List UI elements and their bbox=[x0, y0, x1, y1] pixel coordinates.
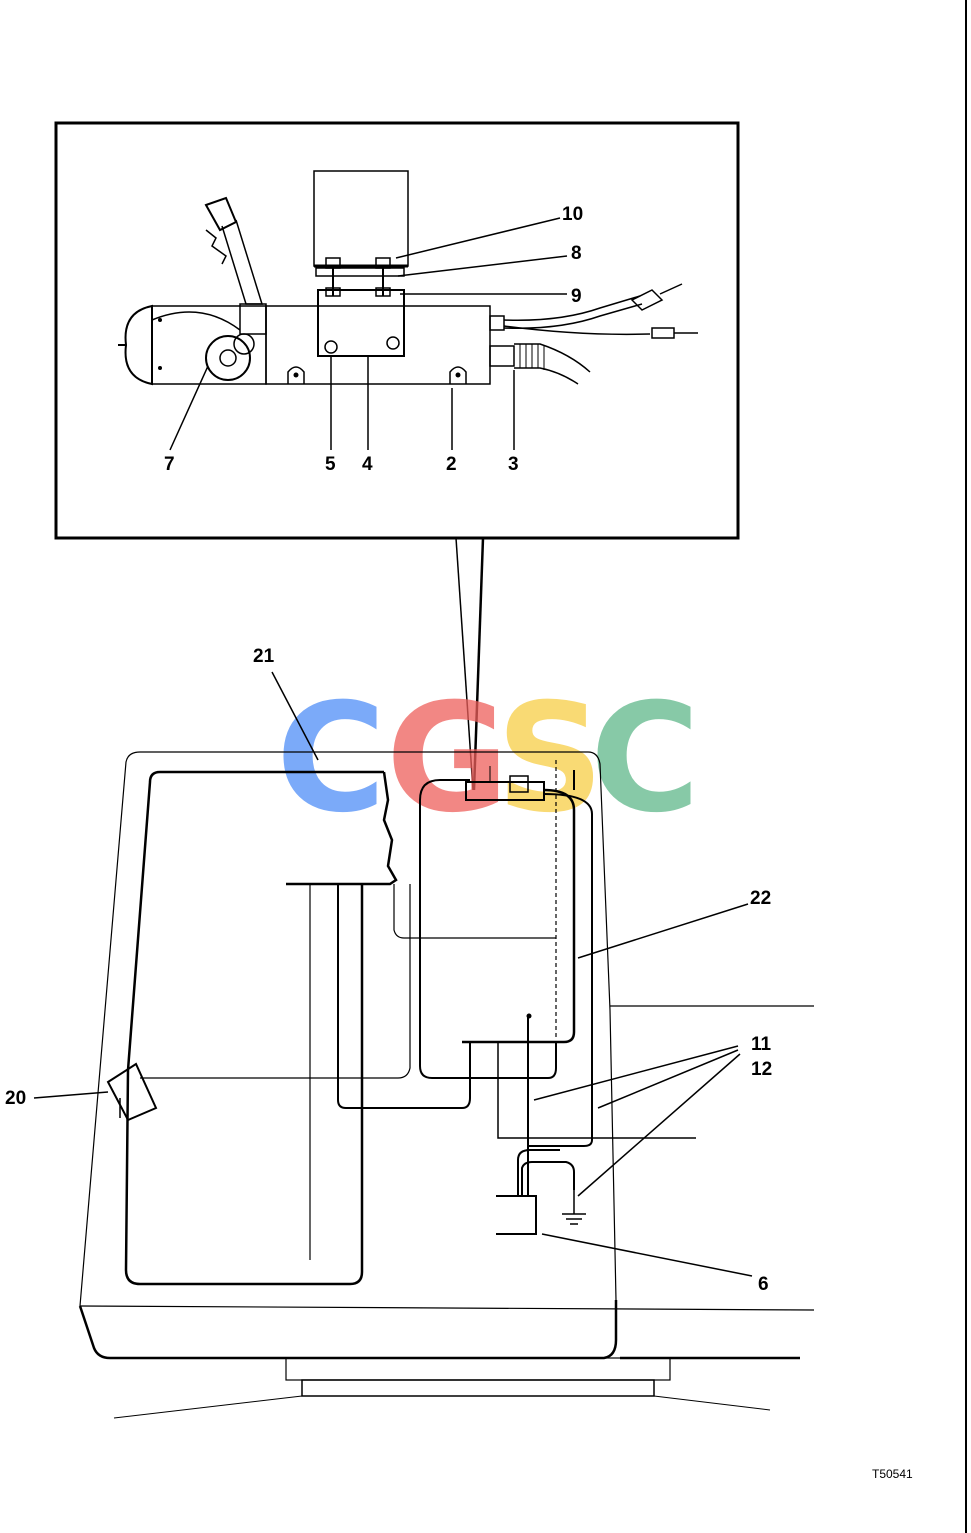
inset-frame bbox=[54, 121, 740, 540]
callout-22: 22 bbox=[750, 888, 771, 909]
tab-hole bbox=[455, 372, 461, 378]
inset-leaders bbox=[169, 217, 568, 451]
mount-tab-left bbox=[287, 366, 305, 384]
motor-housing bbox=[151, 305, 267, 385]
watermark: C G S C bbox=[276, 672, 700, 846]
watermark-letter-s: S bbox=[496, 672, 604, 846]
callout-9: 9 bbox=[571, 286, 582, 307]
battery-cables bbox=[517, 1149, 575, 1196]
cab-outline-outer bbox=[79, 751, 617, 1307]
step-plate bbox=[285, 1357, 671, 1381]
throttle-lever bbox=[204, 196, 267, 335]
callout-5: 5 bbox=[325, 454, 336, 475]
mount-tab-right bbox=[449, 366, 467, 384]
watermark-letter-c2: C bbox=[590, 672, 700, 846]
harness-left-loop bbox=[124, 770, 384, 1286]
figure-code: T50541 bbox=[872, 1467, 913, 1481]
tab-hole bbox=[293, 372, 299, 378]
detail-inset: 10 8 9 7 5 4 2 3 bbox=[54, 121, 740, 791]
callout-10: 10 bbox=[562, 204, 583, 225]
callout-3: 3 bbox=[508, 454, 519, 475]
watermark-letter-g: G bbox=[386, 672, 509, 846]
floor-line bbox=[79, 1305, 815, 1311]
callout-6: 6 bbox=[758, 1274, 769, 1295]
ground-symbol bbox=[562, 1190, 586, 1225]
callout-8: 8 bbox=[571, 243, 582, 264]
callout-12: 12 bbox=[751, 1059, 772, 1080]
panel-edge bbox=[286, 771, 398, 886]
drive-pulley bbox=[205, 335, 251, 381]
callout-20: 20 bbox=[5, 1088, 26, 1109]
watermark-letter-c1: C bbox=[276, 672, 386, 846]
callout-21: 21 bbox=[253, 646, 275, 667]
motor-endcap bbox=[124, 304, 153, 386]
main-leaders bbox=[33, 671, 753, 1277]
harness-right-loop bbox=[419, 779, 557, 1079]
foot-pedal bbox=[106, 1062, 158, 1122]
harness-22 bbox=[462, 788, 576, 1044]
plate-screws bbox=[324, 336, 400, 354]
battery bbox=[496, 1195, 537, 1235]
mounting-plate bbox=[317, 289, 405, 357]
callout-11: 11 bbox=[751, 1034, 772, 1055]
actuator-body bbox=[265, 305, 491, 385]
inset-leader-left bbox=[455, 537, 474, 791]
callout-4: 4 bbox=[362, 454, 373, 475]
cable-harness bbox=[489, 283, 698, 385]
controller-box bbox=[313, 170, 409, 267]
inset-leader-right bbox=[472, 537, 485, 791]
callout-7: 7 bbox=[164, 454, 175, 475]
main-view: 21 22 11 12 20 6 bbox=[5, 646, 815, 1419]
callout-2: 2 bbox=[446, 454, 457, 475]
